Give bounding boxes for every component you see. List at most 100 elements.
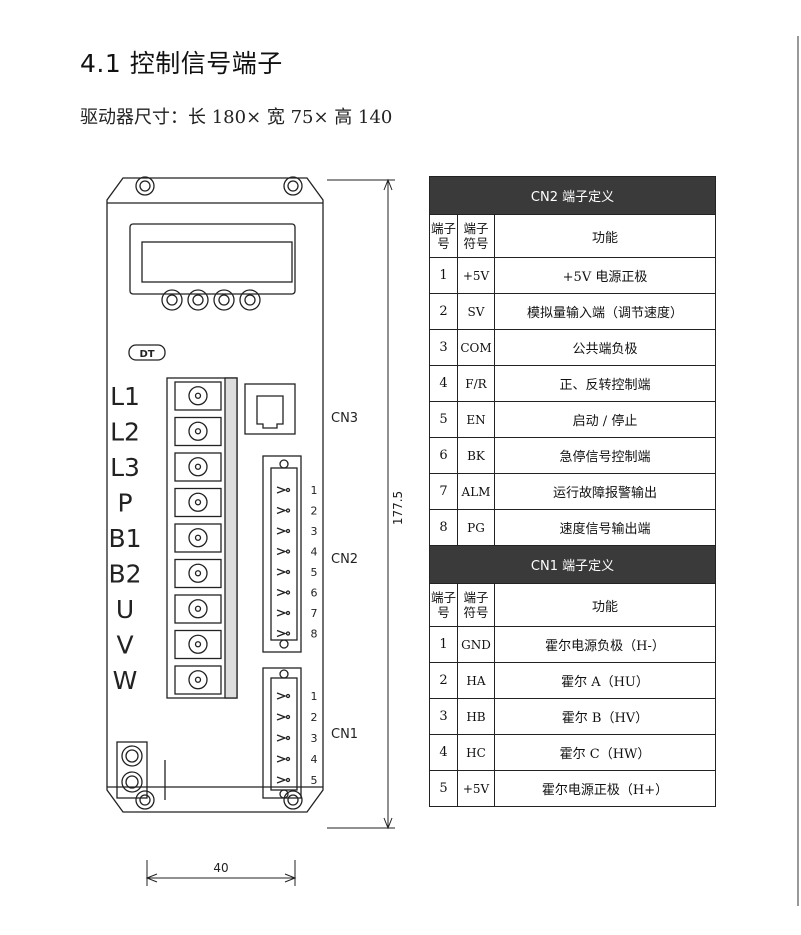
- table-row: 6 BK 急停信号控制端: [429, 437, 716, 474]
- screw-icon: [283, 176, 303, 196]
- cable-gland-icon: [121, 771, 143, 793]
- terminal-screw-icon: [188, 421, 208, 441]
- pin-dot: [285, 735, 291, 741]
- terminal-no: 8: [429, 509, 458, 546]
- terminal-screw-icon: [188, 670, 208, 690]
- cn1-pin-marks: [276, 692, 291, 784]
- cn1-section-title: CN1 端子定义: [429, 545, 716, 584]
- terminal-no: 7: [429, 473, 458, 510]
- arrow-down-icon: [383, 817, 393, 830]
- terminal-label: B1: [108, 524, 141, 553]
- table-row: 5 +5V 霍尔电源正极（H+）: [429, 770, 716, 807]
- terminal-symbol: ALM: [457, 473, 495, 510]
- pin-dot: [285, 487, 291, 493]
- terminal-function: 启动 / 停止: [494, 401, 716, 438]
- section-heading: 4.1 控制信号端子: [80, 49, 283, 78]
- terminal-symbol: SV: [457, 293, 495, 330]
- cn1-plug-body: [270, 677, 298, 791]
- terminal-no: 4: [429, 365, 458, 402]
- terminal-no: 1: [429, 626, 458, 663]
- display-screen: [141, 241, 293, 283]
- col-function: 功能: [494, 583, 716, 627]
- cn2-section-title: CN2 端子定义: [429, 176, 716, 215]
- pin-dot: [285, 610, 291, 616]
- cn3-label: CN3: [331, 411, 358, 426]
- terminal-screw-center: [194, 534, 202, 541]
- terminal-screw-center: [194, 428, 202, 435]
- pin-dot: [285, 714, 291, 720]
- pin-number: 6: [311, 587, 318, 600]
- terminal-cell: [174, 381, 222, 411]
- terminal-label: P: [117, 488, 132, 517]
- terminal-screw-icon: [188, 634, 208, 654]
- terminal-symbol: +5V: [457, 770, 495, 807]
- cn1-label: CN1: [331, 727, 358, 742]
- terminal-symbol: HA: [457, 662, 495, 699]
- col-function: 功能: [494, 214, 716, 258]
- screw-icon: [283, 790, 303, 810]
- col-terminal-no: 端子号: [429, 583, 458, 627]
- terminal-screw-center: [194, 676, 202, 683]
- terminal-screw-icon: [188, 599, 208, 619]
- page-margin-line: [797, 36, 799, 906]
- pin-number: 1: [311, 484, 318, 497]
- terminal-screw-icon: [188, 528, 208, 548]
- terminal-label: L1: [110, 382, 140, 411]
- cn1-screw-icon: [279, 789, 289, 799]
- terminal-label: U: [116, 595, 134, 624]
- key-button-icon: [161, 289, 183, 311]
- cn2-label: CN2: [331, 552, 358, 567]
- terminal-cell: [174, 594, 222, 624]
- height-dim-label: 177.5: [391, 491, 405, 525]
- cn2-connector: [262, 455, 302, 653]
- pin-number: 3: [311, 525, 318, 538]
- terminal-symbol: F/R: [457, 365, 495, 402]
- pin-number: 2: [311, 505, 318, 518]
- terminal-screw-icon: [188, 563, 208, 583]
- pin-number: 5: [311, 774, 318, 787]
- logo-badge: [128, 344, 166, 361]
- pin-dot: [285, 528, 291, 534]
- terminal-function: 霍尔 A（HU）: [494, 662, 716, 699]
- driver-dimensions: 驱动器尺寸：长 180× 宽 75× 高 140: [80, 107, 393, 128]
- pin-dot: [285, 508, 291, 513]
- col-terminal-symbol: 端子符号: [457, 214, 495, 258]
- table-row: 1 +5V +5V 电源正极: [429, 257, 716, 294]
- terminal-no: 3: [429, 329, 458, 366]
- pin-mark: [276, 568, 287, 576]
- terminal-no: 3: [429, 698, 458, 735]
- terminal-screw-center: [194, 605, 202, 612]
- cable-gland-icon: [121, 745, 143, 767]
- terminal-cell: [174, 629, 222, 660]
- terminal-screws: [174, 381, 222, 695]
- pin-number: 7: [311, 607, 318, 620]
- terminal-label: B2: [108, 559, 141, 588]
- terminal-no: 5: [429, 401, 458, 438]
- key-button-icon: [187, 289, 209, 311]
- arrow-up-icon: [383, 178, 393, 191]
- terminal-cell: [174, 665, 222, 695]
- pin-mark: [276, 755, 287, 763]
- terminal-function: 霍尔 B（HV）: [494, 698, 716, 735]
- terminal-cell: [174, 487, 222, 518]
- pin-number: 5: [311, 566, 318, 579]
- pin-mark: [276, 588, 287, 597]
- cn2-screw-icon: [279, 459, 289, 469]
- pin-mark: [276, 609, 287, 617]
- terminal-function: 霍尔电源负极（H-）: [494, 626, 716, 663]
- terminal-screw-center: [194, 641, 202, 648]
- cn2-pin-marks: [276, 486, 291, 638]
- pin-number: 3: [311, 732, 318, 745]
- width-dim-label: 40: [213, 861, 228, 875]
- table-row: 5 EN 启动 / 停止: [429, 401, 716, 438]
- terminal-no: 4: [429, 734, 458, 771]
- terminal-function: +5V 电源正极: [494, 257, 716, 294]
- pin-mark: [276, 734, 287, 742]
- terminal-function: 正、反转控制端: [494, 365, 716, 402]
- terminal-label: L2: [110, 417, 140, 446]
- pin-mark: [276, 713, 287, 721]
- terminal-no: 1: [429, 257, 458, 294]
